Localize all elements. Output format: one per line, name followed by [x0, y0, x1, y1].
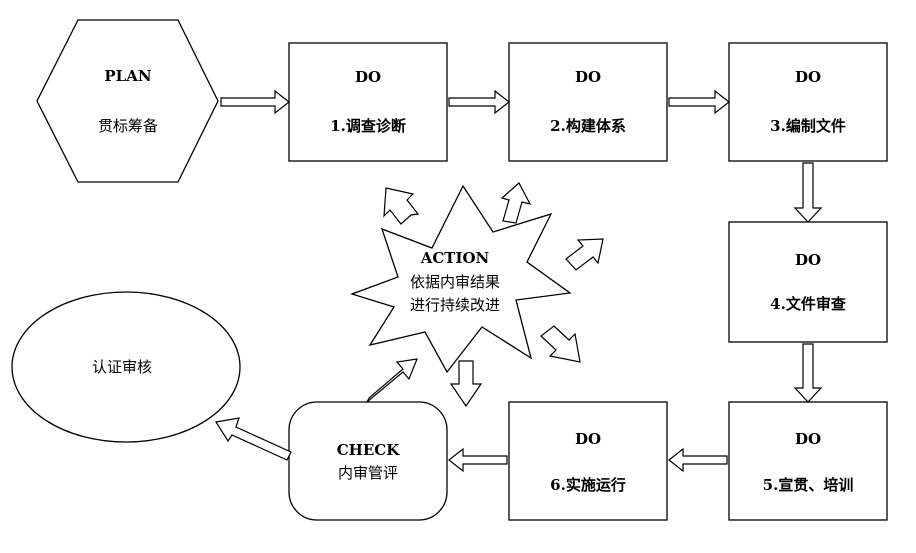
certification-label: 认证审核 [92, 358, 152, 376]
do1-title: DO [355, 68, 381, 86]
arrow-action-down [449, 360, 483, 408]
arrow-plan-to-do1 [220, 89, 290, 115]
do6-label: 6.实施运行 [550, 476, 626, 494]
arrow-do5-to-do6 [668, 447, 728, 473]
arrow-action-up [500, 182, 532, 224]
action-node: ACTION 依据内审结果 进行持续改进 [349, 184, 572, 374]
do2-label: 2.构建体系 [550, 117, 626, 135]
arrow-do1-to-do2 [448, 89, 510, 115]
do5-title: DO [795, 430, 821, 448]
do1-node: DO 1.调查诊断 [288, 42, 448, 162]
arrow-action-down-right [540, 325, 581, 363]
arrow-check-to-action [366, 358, 418, 403]
arrow-do4-to-do5 [793, 343, 823, 403]
do5-node: DO 5.宣贯、培训 [728, 401, 888, 521]
action-line2: 进行持续改进 [410, 296, 500, 314]
do6-title: DO [575, 430, 601, 448]
plan-node: PLAN 贯标筹备 [36, 19, 219, 183]
do4-node: DO 4.文件审查 [728, 221, 888, 343]
arrow-action-up-left [383, 187, 420, 225]
check-title: CHECK [337, 441, 400, 459]
do2-title: DO [575, 68, 601, 86]
arrow-do2-to-do3 [668, 89, 730, 115]
action-title: ACTION [420, 249, 490, 267]
do4-title: DO [795, 251, 821, 269]
plan-label: 贯标筹备 [98, 117, 158, 135]
do3-title: DO [795, 68, 821, 86]
plan-title: PLAN [104, 67, 151, 85]
do3-node: DO 3.编制文件 [728, 42, 888, 162]
arrow-do3-to-do4 [793, 162, 823, 223]
certification-node: 认证审核 [11, 291, 241, 443]
do2-node: DO 2.构建体系 [508, 42, 668, 162]
arrow-action-up-right [565, 238, 604, 271]
arrow-do6-to-check [448, 447, 508, 473]
do6-node: DO 6.实施运行 [508, 401, 668, 521]
do4-label: 4.文件审查 [770, 295, 847, 313]
check-node: CHECK 内审管评 [288, 401, 448, 521]
do5-label: 5.宣贯、培训 [763, 476, 854, 494]
check-label: 内审管评 [338, 464, 398, 482]
do3-label: 3.编制文件 [770, 117, 846, 135]
do1-label: 1.调查诊断 [330, 117, 406, 135]
action-line1: 依据内审结果 [410, 273, 500, 291]
arrow-check-to-certification [215, 417, 292, 461]
